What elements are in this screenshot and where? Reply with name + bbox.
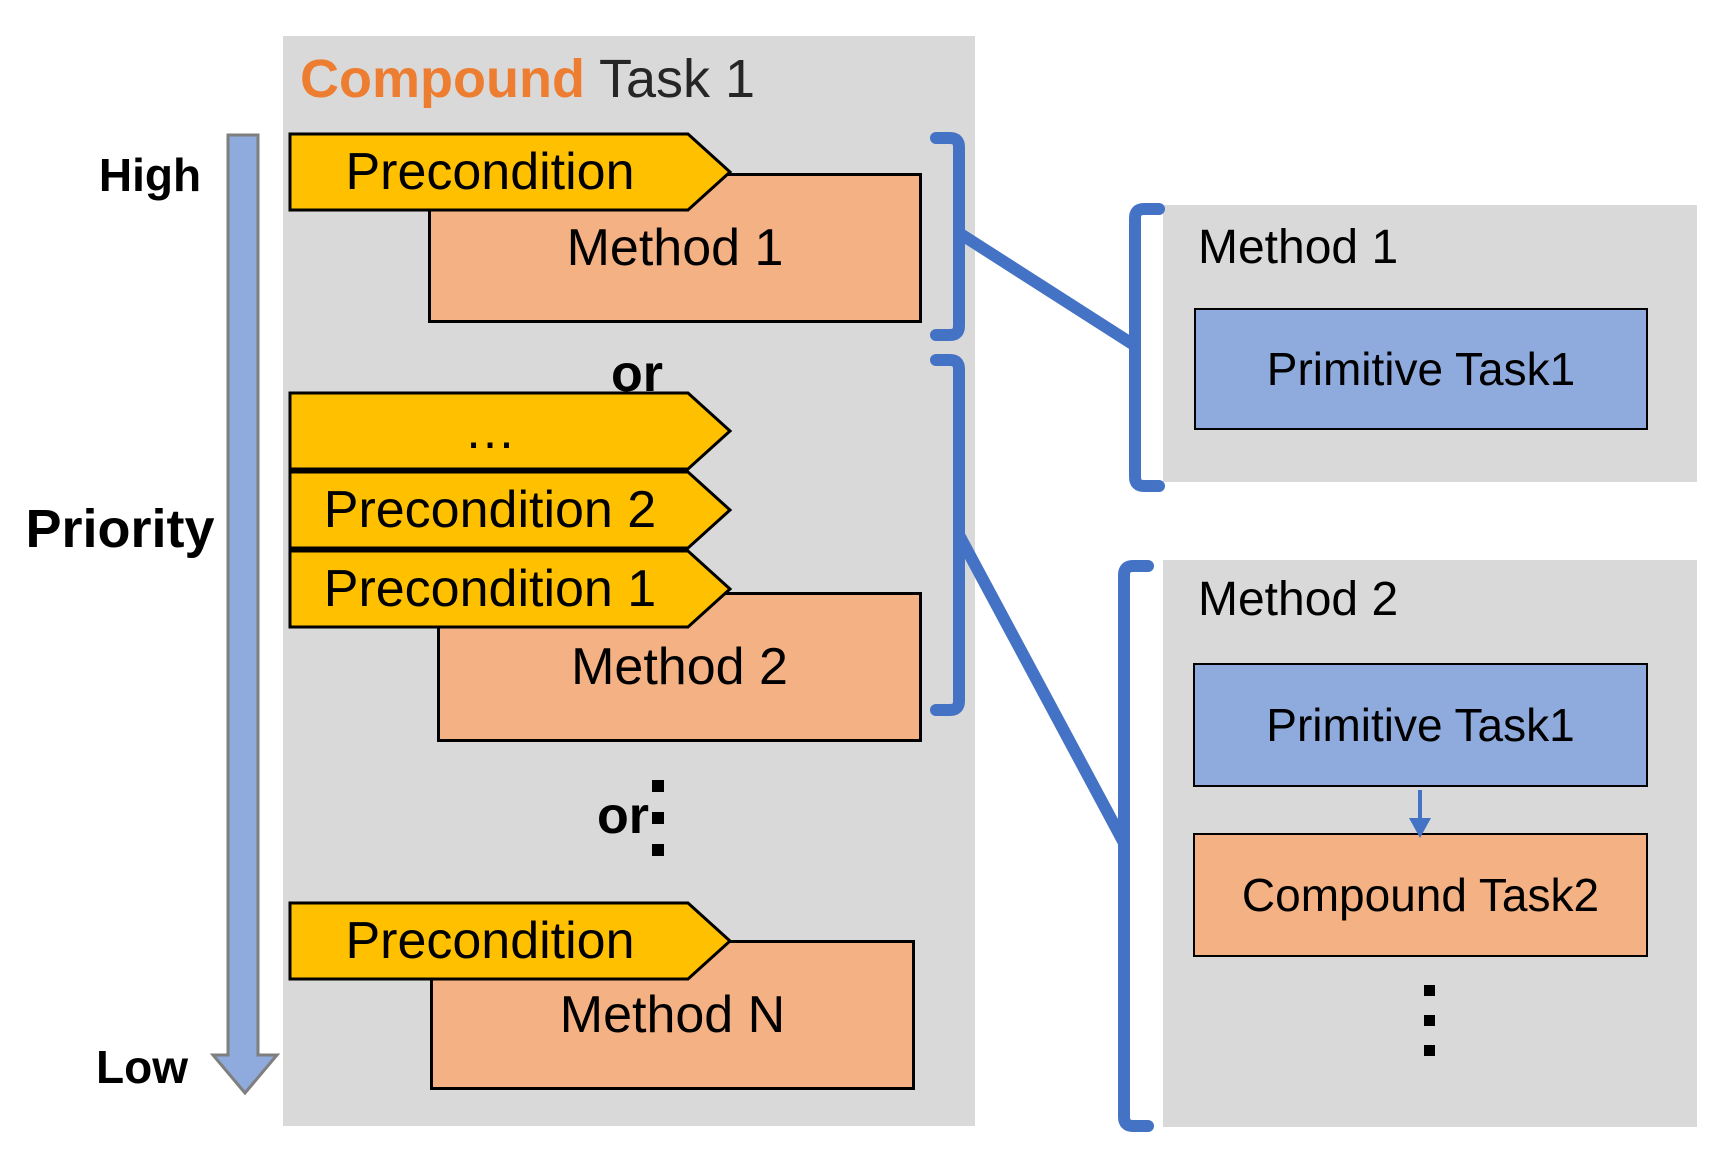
precondition-2-pentagon — [288, 470, 733, 550]
method-2-panel-bracket — [1118, 560, 1154, 1132]
precondition-bottom-label: Precondition — [345, 912, 635, 970]
priority-high-label: High — [98, 149, 202, 201]
panel2-compound-task-label: Compound Task2 — [1241, 869, 1600, 921]
precondition-pentagon-dots — [288, 391, 733, 471]
panel2-primitive-task-label: Primitive Task1 — [1266, 699, 1575, 751]
or-separator-1: or — [611, 345, 663, 403]
method-n-box-label: Method N — [559, 986, 786, 1044]
or-separator-2: or — [597, 787, 649, 845]
ellipsis-dot — [652, 844, 664, 856]
precondition-2-label: Precondition 2 — [323, 481, 657, 539]
precondition-1-label: Precondition 1 — [323, 560, 657, 618]
connector-line-method1 — [953, 227, 1140, 351]
compound-task-title-rest: Task 1 — [598, 49, 756, 109]
method-1-panel-title: Method 1 — [1198, 221, 1399, 274]
connector-line-method2 — [953, 529, 1129, 847]
vertical-ellipsis-panel2 — [1424, 985, 1435, 1075]
priority-arrow — [209, 133, 281, 1096]
ellipsis-dot — [652, 780, 664, 792]
ellipsis-dot — [1424, 1045, 1435, 1056]
precondition-pentagon-bottom — [288, 901, 733, 981]
method-2-panel-title: Method 2 — [1198, 573, 1399, 626]
precondition-1-pentagon — [288, 549, 733, 629]
panel2-primitive-task-box: Primitive Task1 — [1193, 663, 1648, 787]
ellipsis-dot — [1424, 1015, 1435, 1026]
precondition-dots-label: … — [464, 402, 516, 460]
method-1-box-label: Method 1 — [566, 219, 784, 277]
precondition-top-label: Precondition — [345, 143, 635, 201]
panel1-primitive-task-box: Primitive Task1 — [1194, 308, 1648, 430]
ellipsis-dot — [652, 812, 664, 824]
panel1-primitive-task-label: Primitive Task1 — [1266, 343, 1576, 395]
priority-axis-label: Priority — [25, 499, 215, 559]
method-2-box-label: Method 2 — [571, 638, 788, 696]
ellipsis-dot — [1424, 985, 1435, 996]
vertical-ellipsis-main — [652, 780, 664, 876]
compound-task-title-highlight: Compound — [300, 49, 585, 109]
precondition-pentagon-top — [288, 132, 733, 212]
priority-low-label: Low — [96, 1041, 188, 1093]
method-1-panel-bracket — [1129, 203, 1165, 492]
panel2-compound-task-box: Compound Task2 — [1193, 833, 1648, 957]
